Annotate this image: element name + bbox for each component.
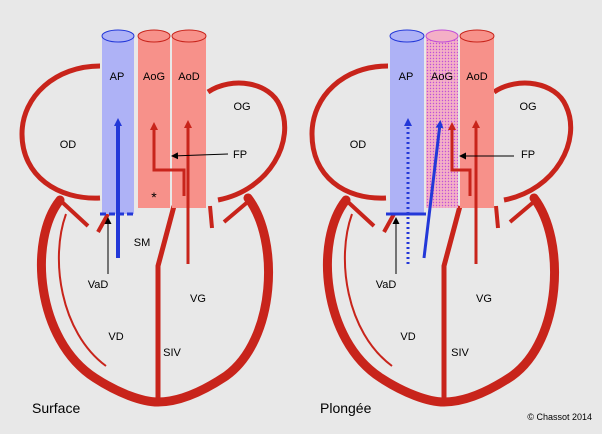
label-aod: AoD: [178, 71, 199, 83]
caption-plongee: Plongée: [320, 400, 372, 416]
left-aorta-top: [425, 29, 459, 43]
ventricles-inner-line: [57, 213, 107, 367]
label-ap: AP: [110, 71, 125, 83]
right-atrium-outline: [19, 63, 101, 201]
fp-pointer: [171, 152, 229, 160]
right-aorta-top: [171, 29, 207, 43]
label-siv: SIV: [163, 347, 181, 359]
left-aorta-vessel: [138, 36, 170, 208]
label-od: OD: [60, 139, 77, 151]
diagram-plongee: AP AoG AoD OD OG FP VaD VG VD SIV Plongé…: [309, 29, 574, 416]
label-fp: FP: [521, 149, 535, 161]
label-vg: VG: [190, 293, 206, 305]
left-aorta-top: [137, 29, 171, 43]
venous-to-aorta-arrow: [422, 120, 444, 259]
pulmonary-artery-top: [389, 29, 425, 43]
label-vd: VD: [108, 331, 123, 343]
tricuspid-leaflet: [60, 200, 90, 228]
label-siv: SIV: [451, 347, 469, 359]
copyright-notice: © Chassot 2014: [527, 412, 592, 422]
label-vg: VG: [476, 293, 492, 305]
tricuspid-leaflet: [96, 213, 110, 233]
label-vad: VaD: [88, 279, 109, 291]
diagram-surface: AP AoG AoD OD OG FP * SM VaD VG VD SIV S…: [19, 29, 288, 416]
tricuspid-leaflet: [346, 200, 376, 228]
left-atrium-outline: [206, 80, 288, 203]
right-atrium-outline: [309, 63, 389, 201]
label-ap: AP: [399, 71, 414, 83]
right-aorta-top: [459, 29, 495, 43]
ventricles-outline: [323, 193, 559, 407]
label-og: OG: [519, 101, 536, 113]
label-og: OG: [233, 101, 250, 113]
label-aog: AoG: [143, 71, 165, 83]
mitral-leaflet: [208, 205, 214, 229]
septum-wall: [155, 205, 177, 402]
label-vad: VaD: [376, 279, 397, 291]
caption-surface: Surface: [32, 400, 80, 416]
label-od: OD: [350, 139, 367, 151]
left-aorta-flow-arrow: [448, 122, 472, 196]
label-sm: SM: [134, 237, 151, 249]
pulmonary-artery-top: [101, 29, 135, 43]
label-vd: VD: [400, 331, 415, 343]
left-aorta-flow-arrow: [150, 122, 186, 196]
label-fp: FP: [233, 149, 247, 161]
mitral-leaflet: [494, 205, 500, 229]
label-aod: AoD: [466, 71, 487, 83]
tricuspid-leaflet: [382, 213, 396, 233]
mitral-leaflet: [222, 198, 252, 224]
mitral-leaflet: [508, 198, 538, 224]
label-aog: AoG: [431, 71, 453, 83]
label-asterisk: *: [151, 189, 157, 205]
septum-wall: [441, 205, 463, 402]
left-aorta-vessel-mixed: [426, 36, 458, 208]
ventricles-outline: [37, 193, 273, 407]
left-atrium-outline: [492, 80, 574, 203]
ventricles-inner-line: [343, 213, 393, 367]
